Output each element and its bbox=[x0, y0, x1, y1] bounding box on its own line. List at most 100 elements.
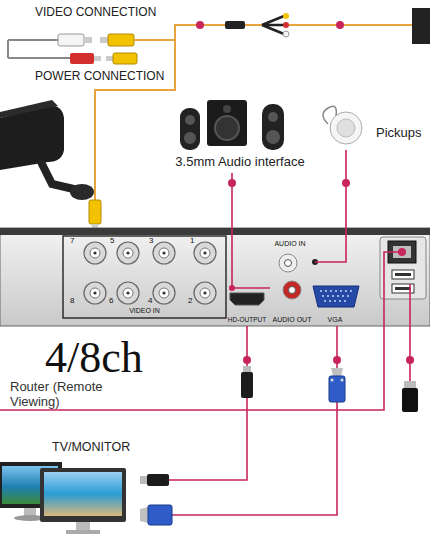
connection-dot bbox=[336, 21, 344, 29]
yellow-rca-plug bbox=[108, 34, 134, 46]
node-label: Pickups bbox=[376, 126, 430, 141]
node-label: 3.5mm Audio interface bbox=[165, 155, 315, 170]
channel-number: 5 bbox=[110, 237, 114, 246]
io-block bbox=[380, 237, 426, 299]
cable-connector bbox=[225, 21, 245, 29]
usb-stick bbox=[402, 388, 418, 412]
vga-plug bbox=[148, 505, 172, 525]
video-input-frame bbox=[63, 236, 226, 318]
vga-screw bbox=[341, 379, 344, 382]
bnc-connector bbox=[84, 242, 106, 264]
splitter-end bbox=[283, 31, 289, 37]
section-label: POWER CONNECTION bbox=[35, 70, 164, 83]
audio-in-jack bbox=[279, 254, 297, 272]
jack-center bbox=[289, 287, 296, 294]
connection-wire bbox=[232, 173, 270, 288]
usb-tongue bbox=[395, 287, 411, 290]
speaker-driver bbox=[266, 130, 280, 144]
vga-pins bbox=[324, 300, 348, 302]
hdmi-plug-tip bbox=[140, 476, 147, 484]
hdmi-plug-tip bbox=[243, 366, 251, 372]
model-label: 4/8ch bbox=[45, 334, 143, 382]
hdmi-port: HD-OUTPUT bbox=[225, 288, 269, 326]
monitor-stand bbox=[76, 522, 90, 530]
vga-plug-tip bbox=[331, 368, 343, 376]
extension-cable bbox=[95, 40, 175, 200]
subwoofer bbox=[207, 100, 247, 146]
channel-number: 6 bbox=[109, 297, 113, 306]
microphone bbox=[330, 112, 362, 144]
speaker-driver bbox=[223, 105, 231, 113]
section-label: VIDEO CONNECTION bbox=[35, 6, 156, 19]
panel-top-edge bbox=[0, 228, 430, 235]
monitor-base bbox=[66, 530, 100, 534]
node-label: AUDIO IN bbox=[265, 240, 315, 248]
power-adapter bbox=[412, 8, 430, 44]
microphone-pickup: Pickups bbox=[318, 100, 430, 150]
channel-number: 2 bbox=[188, 297, 192, 306]
vga-port: VGA bbox=[308, 282, 362, 326]
bnc-connector bbox=[117, 242, 139, 264]
speaker-set: 3.5mm Audio interface bbox=[165, 95, 315, 173]
vga-plug bbox=[329, 376, 345, 402]
audio-out-port: AUDIO OUT bbox=[270, 278, 314, 326]
plug-tip bbox=[106, 56, 113, 61]
router-label: Router (Remote Viewing) bbox=[10, 380, 122, 414]
node-label: AUDIO OUT bbox=[266, 316, 318, 324]
connection-wire bbox=[315, 150, 346, 262]
usb-tongue bbox=[395, 273, 411, 276]
camera-sunshield bbox=[0, 100, 58, 118]
connection-dot bbox=[406, 356, 414, 364]
audio-out-jack bbox=[283, 281, 301, 299]
speaker-driver bbox=[185, 115, 195, 125]
connection-wire bbox=[140, 326, 337, 515]
node-label: Router (Remote Viewing) bbox=[10, 380, 122, 410]
channel-number: 3 bbox=[149, 237, 153, 246]
vga-pins bbox=[320, 290, 352, 292]
node-label: VIDEO IN bbox=[63, 307, 226, 315]
video-input-bank: VIDEO IN bbox=[63, 236, 226, 320]
cable-splitter bbox=[262, 16, 284, 34]
power-cable bbox=[8, 57, 70, 59]
microphone-grille bbox=[337, 119, 355, 137]
hdmi-plug bbox=[241, 372, 253, 398]
red-plug bbox=[70, 53, 94, 64]
usb-stick-tip bbox=[404, 381, 416, 388]
channel-number: 7 bbox=[70, 237, 74, 246]
bnc-connector bbox=[153, 282, 175, 304]
monitor-stand bbox=[24, 508, 36, 516]
connection-dot bbox=[196, 21, 204, 29]
monitor-display: TV/MONITOR bbox=[0, 436, 140, 537]
plug-tip bbox=[94, 56, 101, 61]
video-cable bbox=[8, 39, 58, 41]
bnc-connector bbox=[84, 282, 106, 304]
node-label: TV/MONITOR bbox=[52, 440, 140, 454]
satellite-speaker bbox=[180, 108, 200, 150]
hdmi-socket bbox=[230, 293, 264, 305]
speaker-driver bbox=[184, 132, 196, 144]
splitter-end bbox=[283, 13, 289, 19]
connection-dot bbox=[398, 248, 406, 256]
channel-number: 4 bbox=[148, 297, 152, 306]
monitor-screen bbox=[44, 472, 122, 516]
vga-plug-tip bbox=[140, 507, 148, 523]
bnc-connector bbox=[117, 282, 139, 304]
power-cable bbox=[7, 40, 9, 58]
dvr-panel bbox=[0, 228, 430, 326]
audio-in-port: AUDIO IN bbox=[265, 238, 315, 280]
hdmi-plug bbox=[147, 474, 169, 486]
white-rca-plug bbox=[58, 34, 84, 46]
yellow-video-plug bbox=[89, 200, 101, 224]
network-wire bbox=[0, 252, 402, 410]
monitor-frame bbox=[40, 468, 126, 522]
channel-number: 1 bbox=[190, 237, 194, 246]
usb-wire bbox=[409, 284, 411, 386]
bnc-connector bbox=[153, 242, 175, 264]
camera-bracket bbox=[40, 160, 78, 190]
usb-port bbox=[392, 270, 414, 279]
yellow-plug bbox=[113, 53, 137, 64]
speaker-driver bbox=[215, 116, 239, 140]
plug-tip bbox=[84, 37, 92, 43]
splitter-end bbox=[283, 22, 289, 28]
